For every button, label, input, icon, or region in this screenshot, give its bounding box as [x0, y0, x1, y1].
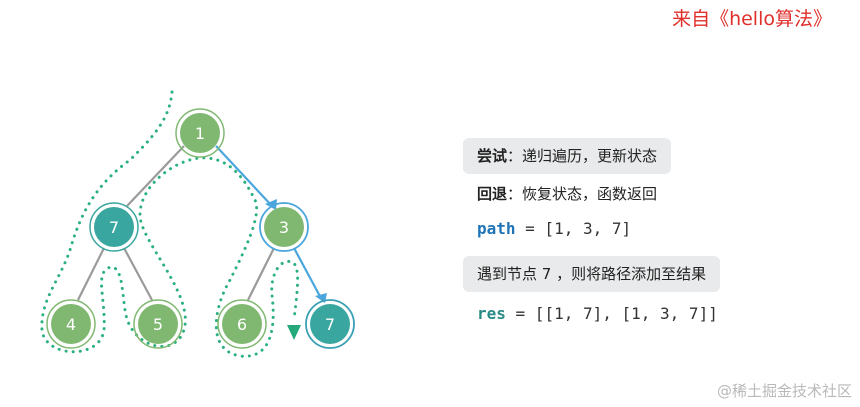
node-label: 6: [237, 315, 247, 334]
backtrack-text: ：恢复状态，函数返回: [507, 185, 658, 203]
path-value: = [1, 3, 7]: [515, 219, 632, 238]
binary-tree-diagram: 1 7 3 4 5 6 7: [40, 90, 355, 358]
res-variable: res: [477, 304, 506, 323]
tree-node-7-left: 7: [89, 202, 139, 252]
attempt-text: ：递归遍历，更新状态: [507, 147, 658, 165]
edge-1-3-arrowhead: [265, 199, 277, 210]
edge-3-7: [293, 247, 323, 301]
backtrack-step: 回退：恢复状态，函数返回: [477, 181, 657, 207]
res-state: res = [[1, 7], [1, 3, 7]]: [477, 301, 718, 327]
node-label: 4: [66, 315, 76, 334]
attempt-label: 尝试: [477, 147, 508, 165]
node-label: 1: [195, 124, 205, 143]
found-node-message: 遇到节点 7 ，则将路径添加至结果: [463, 256, 721, 292]
node-label: 3: [279, 218, 289, 237]
edge-1-7: [126, 145, 185, 207]
backtrack-label: 回退: [477, 185, 508, 203]
path-state: path = [1, 3, 7]: [477, 216, 631, 242]
edge-7-4: [77, 247, 105, 301]
res-value: = [[1, 7], [1, 3, 7]]: [505, 304, 718, 323]
source-label: 来自《hello算法》: [672, 8, 832, 30]
node-label: 7: [109, 218, 119, 237]
tree-node-7-right: 7: [305, 299, 355, 349]
found-node-text: 遇到节点 7 ，则将路径添加至结果: [477, 265, 707, 283]
path-variable: path: [477, 219, 516, 238]
attempt-step: 尝试：递归遍历，更新状态: [463, 138, 672, 174]
watermark: @稀土掘金技术社区: [716, 382, 852, 400]
node-label: 7: [325, 315, 335, 334]
tree-node-5: 5: [133, 299, 183, 349]
tree-node-6: 6: [217, 299, 267, 349]
edge-7-5: [123, 247, 153, 301]
edge-3-6: [247, 247, 275, 301]
tree-node-1: 1: [175, 108, 225, 158]
tree-node-3: 3: [259, 202, 309, 252]
node-label: 5: [153, 315, 163, 334]
edge-1-3: [215, 145, 273, 207]
traversal-arrowhead: [287, 325, 301, 340]
tree-node-4: 4: [46, 299, 96, 349]
